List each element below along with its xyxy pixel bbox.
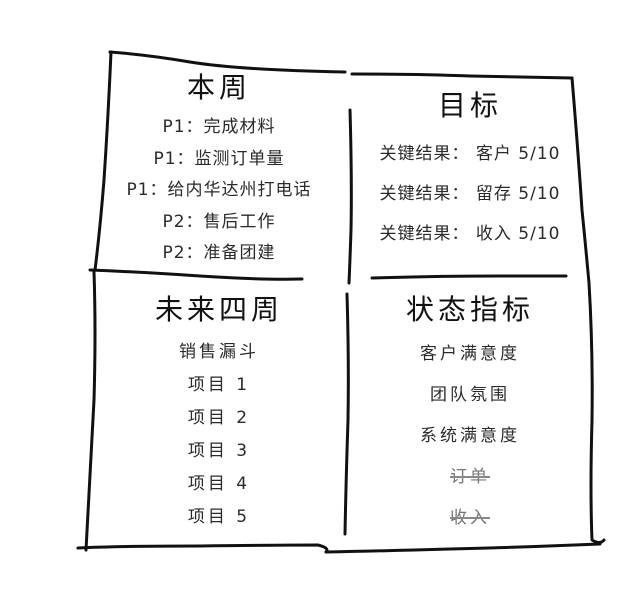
list-item: 项目 4: [187, 474, 251, 494]
middle-horizontal-left: [88, 268, 304, 281]
top-right-top-border: [350, 72, 574, 80]
bottom-border-right: [324, 542, 602, 554]
middle-horizontal-right: [370, 274, 568, 280]
middle-vertical-top: [347, 108, 353, 285]
list-item: P1：监测订单量: [153, 148, 285, 169]
list-item: 项目 2: [187, 408, 251, 428]
list-item: 项目 5: [187, 507, 251, 527]
list-item: P2：准备团建: [162, 243, 276, 263]
list-item: P2：售后工作: [162, 211, 276, 232]
right-outer-border-top: [570, 76, 591, 285]
right-outer-border-bottom: [587, 281, 606, 544]
list-item: 客户满意度: [420, 344, 520, 364]
quadrant-next-four-weeks: 未来四周 销售漏斗 项目 1 项目 2 项目 3 项目 4 项目 5: [92, 288, 346, 534]
quadrant-health-metrics: 状态指标 客户满意度 团队氛围 系统满意度 订单 收入: [350, 288, 590, 539]
list-item: 关键结果： 收入 5/10: [379, 224, 561, 244]
quadrant-title: 状态指标: [405, 293, 534, 326]
quadrant-title: 目标: [437, 89, 502, 122]
quadrant-goals: 目标 关键结果： 客户 5/10 关键结果： 留存 5/10 关键结果： 收入 …: [350, 84, 590, 254]
list-item: P1：完成材料: [162, 117, 276, 137]
struck-list-item: 订单: [450, 467, 490, 487]
left-outer-border-top: [93, 50, 113, 272]
middle-vertical-bottom: [343, 292, 350, 536]
quadrant-title: 本周: [186, 71, 251, 104]
list-item: 系统满意度: [420, 426, 520, 446]
list-item: 销售漏斗: [179, 342, 259, 362]
list-item: 关键结果： 留存 5/10: [379, 184, 561, 204]
list-item: 项目 1: [187, 375, 251, 395]
list-item: P1：给内华达州打电话: [126, 180, 312, 200]
bottom-border-left: [76, 543, 329, 554]
list-item: 项目 3: [187, 441, 251, 461]
struck-list-item: 收入: [450, 508, 490, 528]
top-left-top-border: [108, 50, 347, 74]
quadrant-title: 未来四周: [154, 293, 283, 326]
quadrant-this-week: 本周 P1：完成材料 P1：监测订单量 P1：给内华达州打电话 P2：售后工作 …: [92, 66, 346, 270]
left-outer-border-bottom: [84, 270, 97, 552]
list-item: 关键结果： 客户 5/10: [379, 144, 561, 164]
list-item: 团队氛围: [430, 385, 510, 405]
